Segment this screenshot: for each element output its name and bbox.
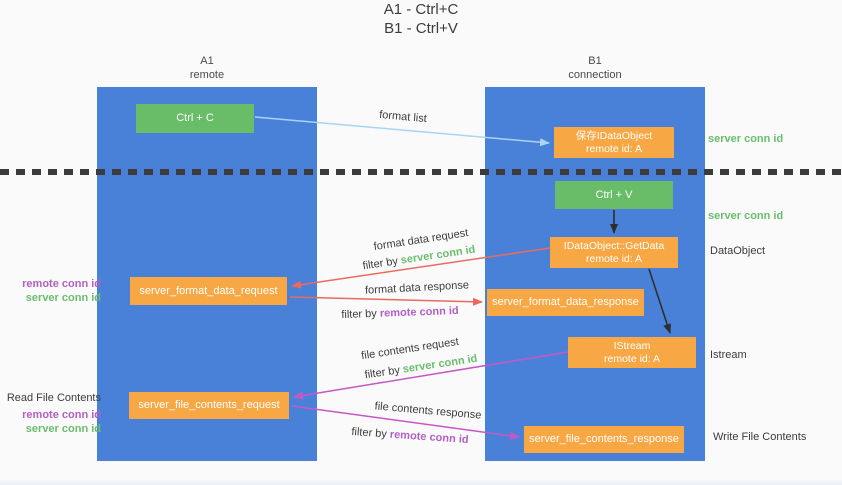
node-ctrl-c: Ctrl + C <box>136 104 254 133</box>
node-server-format-data-response-label: server_format_data_response <box>492 296 639 308</box>
title-line-1: A1 - Ctrl+C <box>383 1 459 18</box>
label-dataobject: DataObject <box>710 245 766 257</box>
node-istream-line2: remote id: A <box>603 352 661 365</box>
label-filter-by-remote-conn-id-2: filter by remote conn id <box>351 426 469 446</box>
node-save-idataobject-line1: 保存IDataObject <box>575 129 653 142</box>
node-idataobject-getdata: IDataObject::GetData remote id: A <box>550 237 678 268</box>
node-istream-line1: IStream <box>613 339 651 352</box>
label-server-conn-id-top: server conn id <box>708 133 784 145</box>
bottom-edge-strip <box>0 479 842 485</box>
arrow-format-data-response <box>289 296 483 306</box>
label-istream: Istream <box>710 349 747 361</box>
label-write-file-contents: Write File Contents <box>713 431 807 443</box>
remote-conn-id-text: remote conn id <box>389 428 469 447</box>
node-server-format-data-response: server_format_data_response <box>487 289 644 316</box>
filter-by-text: filter by <box>363 364 401 382</box>
lifeline-b1-subtitle: connection <box>568 69 622 81</box>
lifeline-header-a1: A1 remote <box>97 54 317 82</box>
lifeline-header-b1: B1 connection <box>485 54 705 82</box>
label-server-conn-id-left-1: server conn id <box>25 292 101 304</box>
label-filter-by-remote-conn-id-1: filter by remote conn id <box>341 305 459 321</box>
node-server-format-data-request: server_format_data_request <box>130 277 287 305</box>
node-server-file-contents-request: server_file_contents_request <box>129 392 289 419</box>
label-server-conn-id-left-2: server conn id <box>25 423 101 435</box>
node-server-file-contents-request-label: server_file_contents_request <box>138 399 280 411</box>
left-conn-id-block-1: remote conn id server conn id <box>0 277 101 305</box>
lifeline-a1-subtitle: remote <box>189 69 225 81</box>
lifeline-b1-title: B1 <box>588 55 602 67</box>
diagram-title: A1 - Ctrl+C B1 - Ctrl+V <box>0 0 842 38</box>
left-conn-id-block-2: Read File Contents remote conn id server… <box>0 391 101 436</box>
node-ctrl-c-label: Ctrl + C <box>176 112 214 124</box>
label-read-file-contents: Read File Contents <box>6 392 101 404</box>
label-remote-conn-id-left-2: remote conn id <box>22 409 101 421</box>
server-conn-id-text: server conn id <box>401 352 479 376</box>
node-ctrl-v: Ctrl + V <box>555 181 673 209</box>
filter-by-text: filter by <box>341 307 378 322</box>
filter-by-text: filter by <box>361 255 399 273</box>
node-getdata-line1: IDataObject::GetData <box>563 239 665 252</box>
label-server-conn-id-mid: server conn id <box>708 210 784 222</box>
phase-separator-dashed-line <box>0 169 842 175</box>
label-remote-conn-id-left-1: remote conn id <box>22 278 101 290</box>
node-save-idataobject: 保存IDataObject remote id: A <box>554 127 674 158</box>
node-server-file-contents-response-label: server_file_contents_response <box>529 433 679 445</box>
node-ctrl-v-label: Ctrl + V <box>595 188 633 201</box>
node-server-file-contents-response: server_file_contents_response <box>524 426 684 453</box>
node-istream: IStream remote id: A <box>568 337 696 368</box>
lifeline-a1-title: A1 <box>200 55 214 67</box>
node-save-idataobject-line2: remote id: A <box>585 142 643 155</box>
label-file-contents-response: file contents response <box>374 400 482 422</box>
remote-conn-id-text: remote conn id <box>379 304 459 320</box>
node-getdata-line2: remote id: A <box>585 252 643 265</box>
filter-by-text: filter by <box>351 425 388 441</box>
label-format-list: format list <box>378 108 428 126</box>
node-server-format-data-request-label: server_format_data_request <box>139 284 278 297</box>
title-line-2: B1 - Ctrl+V <box>384 20 458 37</box>
label-format-data-response: format data response <box>364 279 470 297</box>
